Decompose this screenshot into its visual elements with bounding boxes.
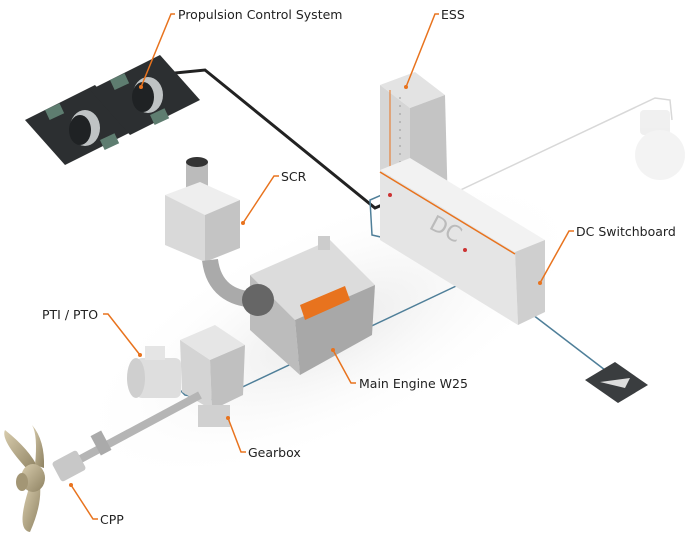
control-cable	[154, 68, 383, 210]
label-gearbox: Gearbox	[226, 416, 301, 460]
propeller-shaft	[52, 391, 202, 482]
cpp-propeller	[4, 425, 45, 532]
label-dc-switchboard: DC Switchboard	[538, 224, 676, 285]
label-text: CPP	[100, 512, 124, 527]
label-text: Gearbox	[248, 445, 301, 460]
label-main-engine: Main Engine W25	[331, 348, 468, 391]
gearbox	[180, 325, 245, 427]
label-text: SCR	[281, 169, 307, 184]
main-engine	[242, 236, 375, 375]
scr-unit	[165, 157, 281, 309]
label-scr: SCR	[241, 169, 307, 225]
bridge-panel-icon	[585, 362, 648, 403]
label-cpp: CPP	[69, 483, 124, 527]
label-text: Propulsion Control System	[178, 7, 342, 22]
shore-connection-unit	[635, 110, 685, 180]
label-propulsion-control: Propulsion Control System	[139, 7, 342, 89]
pti-pto-motor	[127, 346, 181, 398]
propulsion-control-panels	[25, 55, 200, 165]
label-text: PTI / PTO	[42, 307, 98, 322]
label-ess: ESS	[404, 7, 465, 89]
dc-switchboard: DC	[379, 158, 545, 325]
label-text: Main Engine W25	[359, 376, 468, 391]
label-text: ESS	[441, 7, 465, 22]
label-text: DC Switchboard	[576, 224, 676, 239]
label-pti-pto: PTI / PTO	[42, 307, 142, 357]
